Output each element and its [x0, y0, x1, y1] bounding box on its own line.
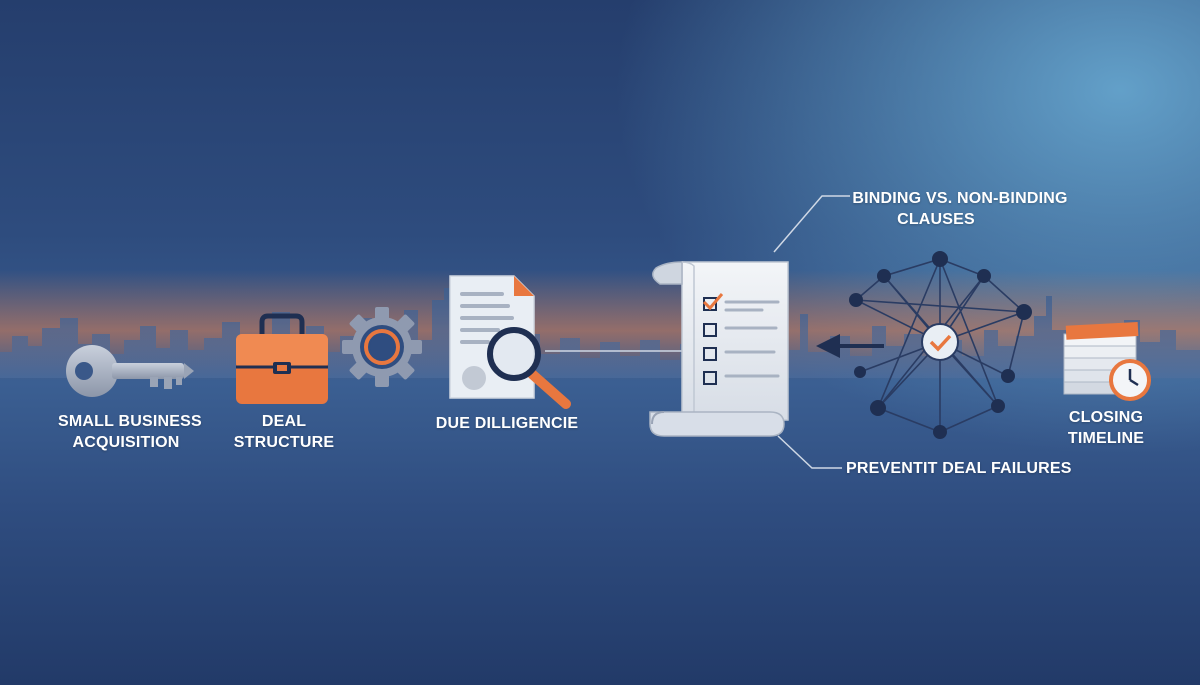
key-icon — [66, 345, 194, 397]
network-hub-icon — [849, 251, 1032, 439]
briefcase-icon — [236, 313, 328, 404]
arrow-left-icon — [816, 334, 884, 358]
document-magnifier-icon — [449, 275, 571, 409]
label-line-2: TIMELINE — [1067, 430, 1145, 447]
label-line-1: CLOSING — [1068, 409, 1144, 426]
label-line-1: BINDING VS. NON-BINDING — [852, 190, 1068, 207]
label-line-1: PREVENTIT DEAL FAILURES — [846, 460, 1072, 477]
label-line-2: CLAUSES — [897, 211, 975, 228]
label-binding-clauses: BINDING VS. NON-BINDING CLAUSES — [848, 188, 1072, 230]
label-prevent-deal-failures: PREVENTIT DEAL FAILURES — [846, 458, 1076, 479]
label-line-1: DEAL — [261, 413, 307, 430]
label-line-1: DUE DILLIGENCIE — [435, 415, 579, 432]
gear-icon — [342, 307, 422, 387]
label-line-2: ACQUISITION — [72, 434, 180, 451]
leader-line-binding — [773, 195, 850, 253]
label-small-business-acquisition: SMALL BUSINESS ACQUISITION — [58, 411, 202, 453]
label-deal-structure: DEAL STRUCTURE — [232, 411, 336, 453]
leader-line-prevent — [777, 435, 842, 469]
label-line-2: STRUCTURE — [233, 434, 335, 451]
label-due-diligence: DUE DILLIGENCIE — [432, 413, 582, 434]
label-line-1: SMALL BUSINESS — [58, 413, 202, 430]
checklist-scroll-icon — [649, 261, 789, 437]
calendar-clock-icon — [1063, 322, 1151, 401]
label-closing-timeline: CLOSING TIMELINE — [1058, 407, 1154, 449]
